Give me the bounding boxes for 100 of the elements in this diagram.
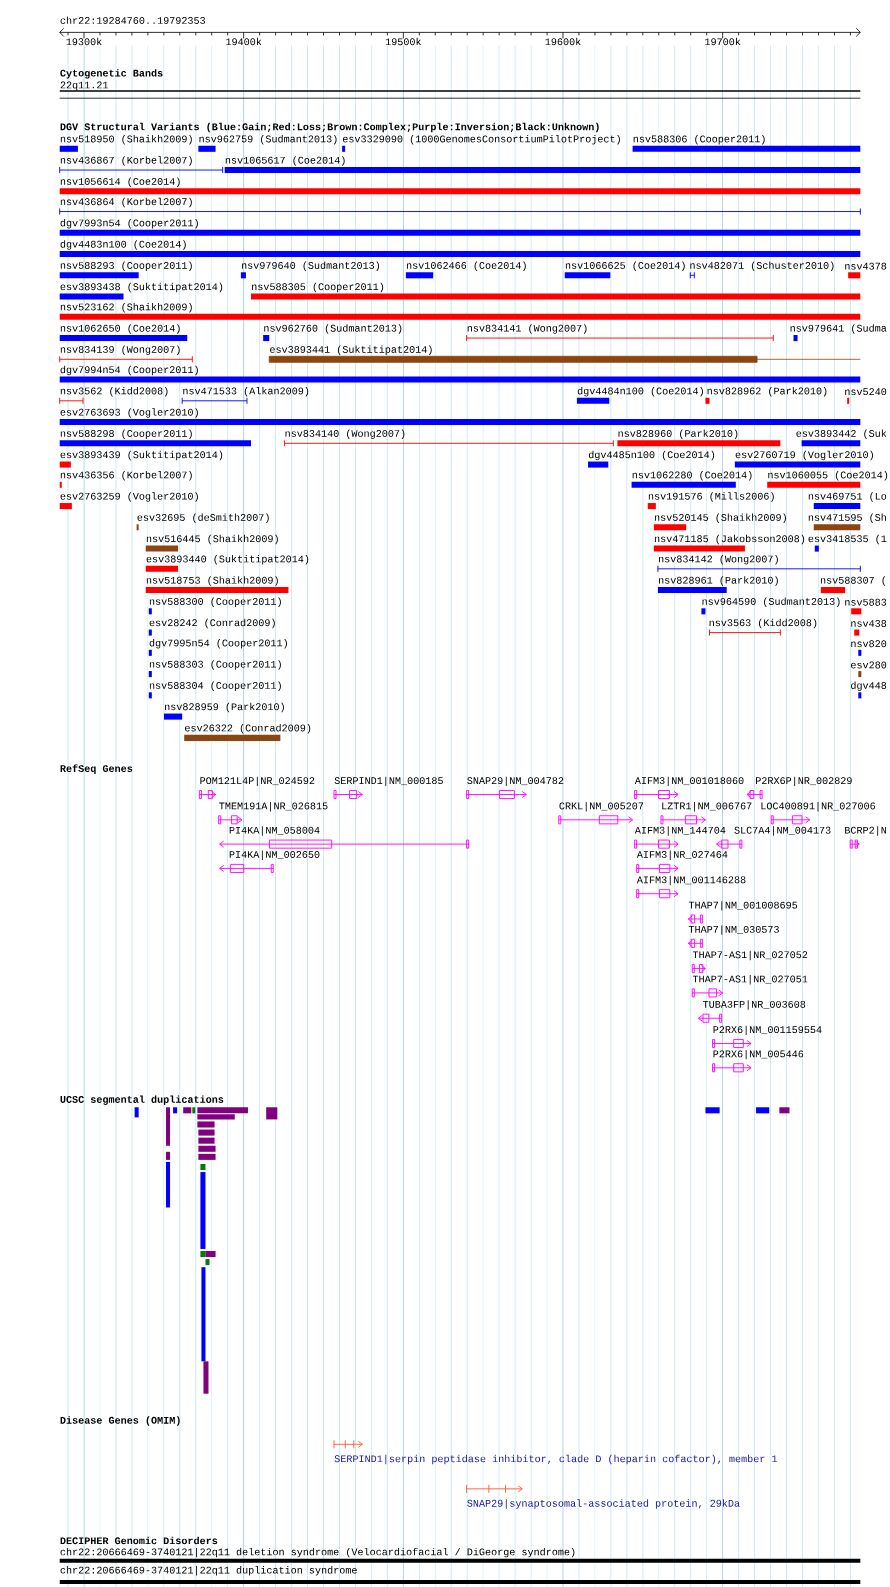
variant-label: nsv523162 (Shaikh2009) <box>61 302 192 313</box>
variant-label: nsv828961 (Park2010) <box>659 576 778 586</box>
variant-label: nsv588305 (Cooper2011) <box>252 282 384 293</box>
variant-label: esv3893439 (Suktitipat2014) <box>60 450 223 461</box>
variant-label: nsv588306 (Cooper2011) <box>633 134 765 145</box>
variant-label: nsv3563 (Kidd2008) <box>709 618 817 629</box>
gene-label: AIFM3|NM_001018060 <box>635 776 744 787</box>
gene-label: THAP7|NM_030573 <box>689 925 780 935</box>
variant-label: esv26322 (Conrad2009) <box>185 724 311 734</box>
variant-label: nsv1062650 (Coe2014) <box>61 324 180 334</box>
tick-label: 19300k <box>66 37 102 46</box>
tick-label: 19500k <box>386 37 422 46</box>
variant-label: dgv4484n100 (Coe2014) <box>577 387 704 397</box>
variant-label: nsv5240 <box>845 388 887 396</box>
variant-label: dgv7994n54 (Cooper2011) <box>60 365 199 376</box>
variant-label: nsv471185 (Jakobsson2008) <box>655 534 805 545</box>
variant-label: nsv962759 (Sudmant2013) <box>199 134 337 145</box>
gene-label: LZTR1|NM_006767 <box>662 801 752 812</box>
gene-label: P2RX6|NM_001159554 <box>713 1025 822 1036</box>
variant-label: nsv1060055 (Coe2014) <box>768 471 888 481</box>
gene-label: THAP7-AS1|NR_027052 <box>693 950 808 961</box>
variant-label: esv3893440 (Suktitipat2014) <box>146 555 309 565</box>
variant-label: nsv4378 <box>845 262 887 270</box>
variant-label: nsv1056614 (Coe2014) <box>61 177 180 187</box>
variant-label: esv32695 (deSmith2007) <box>137 513 269 523</box>
variant-label: nsv518950 (Shaikh2009) <box>61 134 192 145</box>
variant-label: dgv7993n54 (Cooper2011) <box>60 218 199 229</box>
variant-label: nsv820 <box>851 640 887 648</box>
gene-label: SNAP29|NM_004782 <box>467 776 564 787</box>
variant-label: esv3893438 (Suktitipat2014) <box>60 282 223 293</box>
variant-label: nsv518753 (Shaikh2009) <box>147 576 279 586</box>
variant-label: nsv516445 (Shaikh2009) <box>147 534 279 545</box>
variant-label: nsv1066625 (Coe2014) <box>566 261 685 271</box>
gene-label: P2RX6P|NR_002829 <box>756 776 852 787</box>
variant-label: nsv834142 (Wong2007) <box>659 555 778 565</box>
variant-label: esv3893441 (Suktitipat2014) <box>270 345 432 355</box>
variant-label: nsv471533 (Alkan2009) <box>183 387 309 397</box>
variant-label: nsv1065617 (Coe2014) <box>225 156 345 166</box>
gene-label: THAP7|NM_001008695 <box>689 901 798 911</box>
gene-label: AIFM3|NM_144704 <box>635 826 726 836</box>
variant-label: esv28242 (Conrad2009) <box>149 618 275 629</box>
variant-label: nsv828962 (Park2010) <box>707 387 827 397</box>
variant-label: esv3329090 (1000GenomesConsortiumPilotProject) <box>343 134 621 145</box>
variant-label: nsv1062466 (Coe2014) <box>407 261 526 271</box>
tick-label: 19400k <box>226 37 262 46</box>
variant-label: nsv588300 (Cooper2011) <box>150 597 282 607</box>
gene-label: THAP7-AS1|NR_027051 <box>693 975 808 985</box>
variant-label: esv3418535 (1 <box>808 534 887 545</box>
gene-label: CRKL|NM_005207 <box>559 801 644 812</box>
tick-label: 19700k <box>705 37 741 46</box>
variant-label: nsv471595 (Sh <box>808 513 887 523</box>
variant-label: dgv7995n54 (Cooper2011) <box>149 639 288 649</box>
variant-label: nsv191576 (Mills2006) <box>649 492 774 502</box>
variant-label: esv280 <box>851 661 887 669</box>
disorder-label: chr22:20666469-3740121|22q11 duplication syndrome <box>60 1566 357 1576</box>
gene-label: P2RX6|NM_005446 <box>713 1049 804 1060</box>
disease-label: SNAP29|synaptosomal-associated protein, 29kDa <box>467 1499 740 1509</box>
variant-label: nsv5883 <box>845 598 887 606</box>
gene-label: BCRP2|N <box>845 826 887 836</box>
coordinate-label: chr22:19284760..19792353 <box>60 16 206 24</box>
gene-label: TMEM191A|NR_026815 <box>219 801 328 812</box>
track-title: Disease Genes (OMIM) <box>60 1416 180 1426</box>
tick-label: 19600k <box>545 37 581 46</box>
variant-label: esv3893442 (Suk <box>796 429 887 439</box>
variant-label: nsv520145 (Shaikh2009) <box>655 513 787 523</box>
variant-label: nsv828959 (Park2010) <box>165 702 285 713</box>
variant-label: esv2763259 (Vogler2010) <box>60 492 199 502</box>
track-title: DECIPHER Genomic Disorders <box>60 1536 218 1545</box>
variant-label: dgv4485n100 (Coe2014) <box>589 450 715 461</box>
variant-label: nsv588298 (Cooper2011) <box>61 429 192 439</box>
variant-label: nsv1062280 (Coe2014) <box>632 471 752 481</box>
variant-label: nsv469751 (Lo <box>808 492 887 502</box>
disorder-label: chr22:20666469-3740121|22q11 deletion syndrome (Velocardiofacial / DiGeorge syndrome) <box>60 1547 575 1558</box>
variant-label: nsv438 <box>851 620 887 627</box>
variant-label: nsv964590 (Sudmant2013) <box>702 597 840 607</box>
variant-label: nsv962760 (Sudmant2013) <box>264 324 402 334</box>
gene-label: TUBA3FP|NR_003608 <box>703 1000 806 1010</box>
gene-label: SLC7A4|NM_004173 <box>734 826 831 836</box>
variant-label: nsv979640 (Sudmant2013) <box>242 261 380 271</box>
gene-label: PI4KA|NM_058004 <box>229 826 320 836</box>
variant-label: nsv834140 (Wong2007) <box>285 429 405 439</box>
track-title: RefSeq Genes <box>60 764 133 774</box>
variant-label: nsv3562 (Kidd2008) <box>61 387 168 397</box>
variant-label: nsv834141 (Wong2007) <box>467 324 587 334</box>
gene-label: SERPIND1|NM_000185 <box>334 776 444 787</box>
track-title: DGV Structural Variants (Blue:Gain;Red:Loss;Brown:Complex;Purple:Inversion;Black:Unknown) <box>60 122 599 133</box>
variant-label: esv2760719 (Vogler2010) <box>735 450 874 461</box>
band-label: 22q11.21 <box>60 81 109 91</box>
gene-label: AIFM3|NM_001146288 <box>637 875 746 886</box>
variant-label: nsv436356 (Korbel2007) <box>61 471 192 481</box>
variant-label: dgv4483n100 (Coe2014) <box>60 240 186 250</box>
variant-label: nsv588293 (Cooper2011) <box>61 261 192 271</box>
variant-label: nsv979641 (Sudma <box>790 324 887 334</box>
track-title: Cytogenetic Bands <box>60 69 163 79</box>
gene-label: PI4KA|NM_002650 <box>229 850 320 860</box>
disease-label: SERPIND1|serpin peptidase inhibitor, clade D (heparin cofactor), member 1 <box>334 1454 778 1465</box>
variant-label: nsv828960 (Park2010) <box>618 429 738 439</box>
gene-label: LOC400891|NR_027006 <box>761 801 876 812</box>
variant-label: nsv482071 (Schuster2010) <box>690 261 834 271</box>
variant-label: esv2763693 (Vogler2010) <box>60 408 199 418</box>
